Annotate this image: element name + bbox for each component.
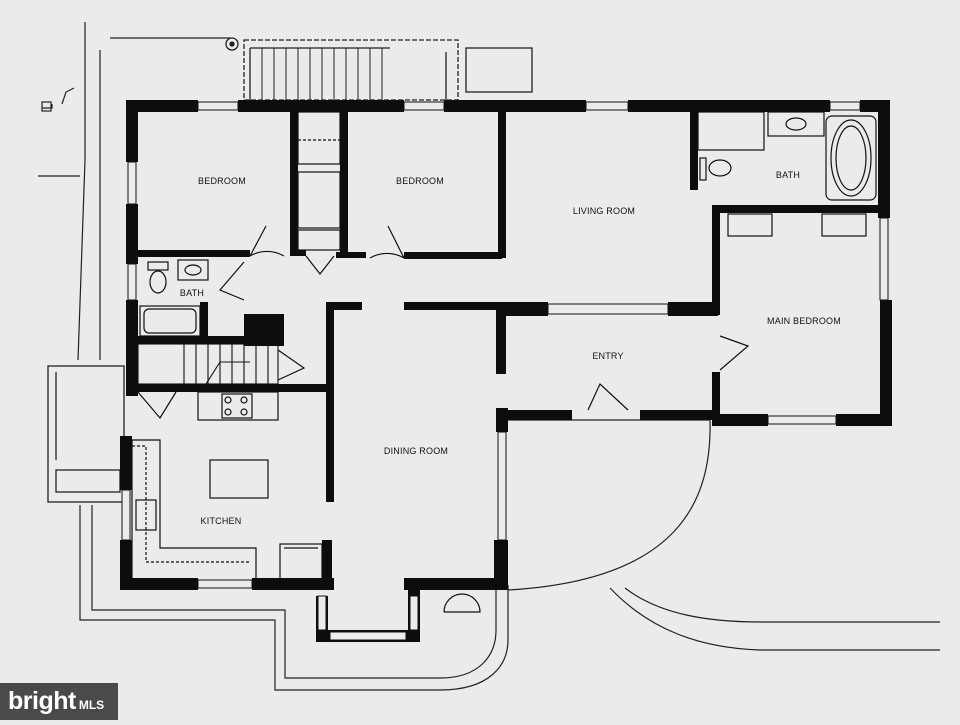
rear-deck: [225, 37, 533, 101]
door-entry: [587, 382, 629, 411]
tub-outline: [825, 115, 877, 201]
window: [197, 101, 239, 111]
property-line-left: [77, 22, 86, 361]
label-entry: ENTRY: [592, 351, 623, 361]
bottom-path-2: [91, 505, 497, 679]
closet-right: [821, 213, 867, 237]
window: [127, 263, 137, 301]
window: [329, 631, 407, 641]
bath-vanity: [177, 259, 209, 281]
interior-stairs: [137, 343, 279, 385]
kitchen-island: [209, 459, 269, 499]
window: [829, 101, 861, 111]
burner-icon: [240, 408, 248, 416]
window: [317, 595, 327, 631]
window: [127, 161, 137, 205]
door-main-bedroom: [719, 335, 750, 371]
deck-stair-treads: [261, 48, 383, 100]
closets: [297, 111, 341, 251]
site-lines: [38, 22, 940, 691]
label-main-bedroom: MAIN BEDROOM: [767, 316, 841, 326]
sidewalk-curve-2: [624, 587, 940, 623]
door-closet: [305, 255, 335, 275]
tub-icon: [830, 119, 872, 197]
window: [497, 431, 507, 541]
utility-box: [41, 101, 52, 112]
window: [767, 415, 837, 425]
utility-mark: [42, 87, 75, 109]
sink-icon: [785, 117, 807, 131]
deck-outline: [243, 39, 459, 101]
patio-step: [443, 593, 481, 613]
sink-icon: [135, 499, 157, 531]
small-bath-fixtures: [139, 259, 209, 337]
bathtub: [139, 305, 201, 337]
windows: [121, 101, 889, 641]
label-living-room: LIVING ROOM: [573, 206, 635, 216]
window: [585, 101, 629, 111]
fridge: [279, 543, 323, 581]
watermark-logo: bright MLS: [0, 683, 118, 720]
window: [197, 579, 253, 589]
burner-icon: [224, 408, 232, 416]
walls: [120, 100, 892, 642]
vanity: [767, 111, 825, 137]
sink-icon: [184, 264, 202, 276]
label-bath-master: BATH: [776, 170, 800, 180]
bottom-path-1: [79, 505, 509, 691]
burner-icon: [240, 396, 248, 404]
label-kitchen: KITCHEN: [201, 516, 242, 526]
door-bedroom-1: [249, 225, 285, 257]
ac-unit: [465, 47, 533, 93]
window: [403, 101, 445, 111]
window: [879, 217, 889, 301]
door-stairs: [137, 391, 177, 420]
sidewalk-curve-1: [609, 587, 940, 651]
door-kitchen-right: [277, 349, 306, 381]
watermark-suffix: MLS: [78, 698, 105, 712]
side-porch: [47, 365, 125, 503]
toilet-icon: [149, 270, 167, 294]
label-dining-room: DINING ROOM: [384, 446, 448, 456]
toilet-tank: [699, 157, 707, 181]
porch-outline: [47, 365, 125, 503]
range: [197, 391, 279, 421]
kitchen-fixtures: [131, 391, 323, 581]
label-bedroom-1: BEDROOM: [198, 176, 246, 186]
deck-stairs-frame: [249, 47, 390, 100]
tub-inner: [835, 125, 867, 191]
porch-step: [55, 469, 121, 493]
stair-arrow: [205, 361, 250, 385]
doors: [137, 225, 750, 613]
toilet-icon: [708, 159, 732, 177]
counter: [131, 439, 257, 578]
master-bath-fixtures: [697, 111, 877, 237]
label-bedroom-2: BEDROOM: [396, 176, 444, 186]
watermark-brand: bright: [8, 687, 76, 715]
patio-arc: [507, 419, 711, 591]
label-bath-small: BATH: [180, 288, 204, 298]
door-bedroom-2: [369, 225, 405, 259]
bath-wall-detail: [697, 111, 765, 151]
window: [547, 303, 669, 315]
window: [409, 595, 419, 631]
room-labels: BEDROOM BEDROOM LIVING ROOM BATH BATH MA…: [180, 170, 841, 526]
burner-icon: [224, 396, 232, 404]
door-bath: [219, 261, 245, 301]
closet-left: [727, 213, 773, 237]
window: [121, 489, 131, 541]
deck-post-icon: [225, 37, 239, 51]
